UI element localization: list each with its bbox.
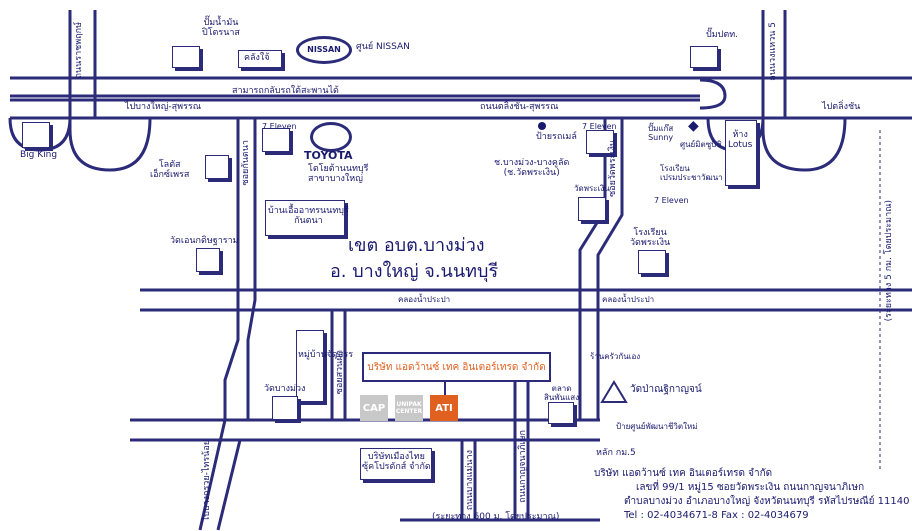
label-mitsubishi: ศูนย์มิตซูบิชิ — [680, 140, 722, 149]
temple-triangle — [600, 380, 628, 403]
landmark-box — [22, 122, 50, 148]
road-label-kanchanaphisek-inner: ถนนกาญจนาภิเษก — [518, 430, 528, 503]
address-line-4: Tel : 02-4034671-8 Fax : 02-4034679 — [624, 510, 809, 521]
uturn — [699, 78, 727, 110]
landmark-box — [638, 250, 666, 274]
road-label-bang-mae-nang: ถนนบางแม่นาง — [465, 450, 475, 511]
landmark-box — [548, 402, 574, 424]
label-health-center: ป้ายศูนย์พัฒนาชีวิตใหม่ — [616, 422, 698, 431]
west-loop — [68, 10, 152, 172]
road-label-flyover: สามารถกลับรถใต้สะพานได้ — [232, 86, 339, 96]
label-ptt-right: ปั๊มปตท. — [706, 30, 738, 40]
landmark-box — [205, 155, 229, 179]
road-label-khlong-west: คลองน้ำประปา — [398, 295, 451, 304]
sw-road — [198, 419, 227, 531]
label-restaurant: ร้านครัวกันเอง — [590, 352, 641, 361]
bus-stop-marker — [538, 122, 546, 130]
landmark-box — [586, 130, 614, 154]
soi-kantana-left — [223, 118, 240, 420]
road-label-dist-5km: (ระยะทาง 5 กม. โดยประมาณ) — [884, 200, 894, 322]
label-village-kantana: บ้านเอื้ออาทรนนทบุรี กันตนา — [268, 206, 349, 227]
landmark-box — [262, 128, 290, 152]
road-label-to-talingchan: ไปตลิ่งชัน — [822, 102, 861, 112]
address-line-3: ตำบลบางม่วง อำเภอบางใหญ่ จังหวัดนนทบุรี … — [624, 496, 910, 507]
toyota-logo — [310, 122, 352, 152]
label-toyota-branch: โตโยต้านนทบุรี สาขาบางใหญ่ — [308, 164, 369, 185]
landmark-box — [725, 120, 757, 186]
landmark-box — [238, 50, 282, 68]
label-lotus-west: โลตัส เอ็กซ์เพรส — [150, 160, 190, 181]
area-title-2: อ. บางใหญ่ จ.นนทบุรี — [330, 261, 499, 282]
landmark-box — [172, 46, 200, 68]
building-cap: CAP — [360, 395, 388, 421]
label-neighbor-company: บริษัทเมืองไทย ซุ้คโปรดักส์ จำกัด — [362, 452, 431, 473]
label-wat-bang-muang: วัดบางม่วง — [264, 384, 306, 394]
label-big-king: Big King — [20, 150, 58, 160]
address-line-2: เลขที่ 99/1 หมู่15 ซอยวัดพระเงิน ถนนกาญจ… — [636, 482, 865, 493]
label-wat-phraphoen-school: โรงเรียน วัดพระเงิน — [630, 228, 671, 249]
sw-road-b — [216, 439, 242, 531]
landmark-box — [272, 396, 298, 420]
road-label-dist-600: (ระยะทาง 600 ม. โดยประมาณ) — [432, 512, 560, 522]
label-village-main: หมู่บ้านจัดสรร — [298, 350, 354, 360]
label-ptt-top: ปั๊มน้ำมัน ปิโตรนาส — [202, 18, 240, 39]
road-label-main-east: ถนนตลิ่งชัน-สุพรรณ — [480, 102, 559, 112]
label-nakhon: ช.บางม่วง-บางคูลัด (ช.วัดพระเงิน) — [494, 158, 570, 179]
label-ptt-sunny: ปั๊มแก๊ส Sunny — [648, 124, 674, 143]
road-label-to-bangyai: ไปบางใหญ่-สุพรรณ — [125, 102, 202, 112]
road-label-to-bangkruai: ไปบางกรวย-ไทรน้อย — [202, 440, 212, 522]
label-wat-phraphoen-top: วัดพระเงิน — [574, 184, 610, 193]
east-loop — [761, 10, 847, 172]
label-km5: หลัก กม.5 — [596, 448, 636, 458]
label-seven-b: 7 Eleven — [582, 122, 617, 131]
landmark-box — [296, 330, 324, 402]
building-ati: ATI — [430, 395, 458, 421]
road-label-ratchaphruek: ถนนราชพฤกษ์ — [74, 22, 84, 79]
road-label-khlong-east: คลองน้ำประปา — [602, 295, 655, 304]
label-lotus: ห้าง Lotus — [728, 130, 753, 151]
mitsubishi-logo: ◆ — [688, 118, 699, 134]
label-market: ตลาด สินพันแสง — [544, 384, 580, 403]
label-toyota-brand: TOYOTA — [304, 149, 353, 162]
label-seven-c: 7 Eleven — [654, 196, 689, 205]
label-seven-a: 7 Eleven — [262, 122, 297, 131]
label-wat-pa: วัดป่าณฐิกาญจน์ — [630, 384, 702, 395]
label-nissan: ศูนย์ NISSAN — [356, 42, 410, 52]
landmark-box — [690, 46, 718, 68]
area-title-1: เขต อบต.บางม่วง — [348, 235, 485, 256]
road-label-soi-kantana: ซอยกันตนา — [241, 140, 251, 186]
landmark-box — [265, 200, 345, 236]
west-loop-left — [8, 117, 72, 152]
road-label-kanchanaphisek: ถนนวงแหวน 5 — [768, 22, 778, 81]
landmark-box — [578, 197, 606, 221]
label-lotus-school: โรงเรียน เปรมประชาวัฒนา — [660, 164, 723, 183]
building-unipak: UNIPAK CENTER — [395, 395, 423, 421]
nissan-logo: NISSAN — [296, 36, 352, 64]
soi-watphraphoen-left — [578, 118, 607, 420]
label-klang-yai: คลังใจ้ — [244, 53, 270, 63]
company-label-box: บริษัท แอดว้านซ์ เทค อินเตอร์เทรด จำกัด — [362, 352, 551, 382]
address-line-1: บริษัท แอดว้านซ์ เทค อินเตอร์เทรด จำกัด — [594, 468, 773, 479]
label-wat-sinthararam: วัดเอนกดิษฐาราม — [170, 236, 239, 246]
label-bus-stop: ป้ายรถเมล์ — [536, 132, 577, 142]
soi-kantana-right — [246, 118, 257, 420]
landmark-box — [360, 448, 432, 480]
landmark-box — [196, 248, 220, 272]
soi-watphraphoen-right — [596, 118, 624, 420]
